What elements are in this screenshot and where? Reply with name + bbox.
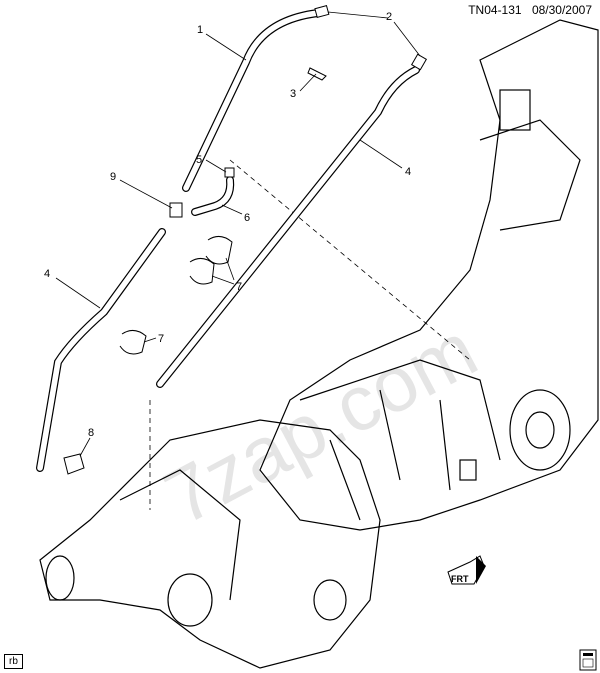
- callout-6: 6: [244, 212, 250, 224]
- diagram-header: TN04-131 08/30/2007: [461, 3, 592, 17]
- front-arrow-icon: FRT: [447, 555, 486, 585]
- corner-tag: rb: [4, 654, 23, 669]
- callout-9: 9: [110, 171, 116, 183]
- fitting-5: [224, 167, 235, 178]
- callout-2: 2: [386, 11, 392, 23]
- hose-4-left: [36, 228, 166, 472]
- callout-5: 5: [196, 154, 202, 166]
- svg-text:FRT: FRT: [451, 574, 469, 584]
- diagram-date: 08/30/2007: [531, 3, 592, 17]
- callout-4-left: 4: [44, 268, 50, 280]
- callout-leaders: [55, 11, 421, 457]
- leader-lines: [149, 159, 471, 510]
- callout-3: 3: [290, 88, 296, 100]
- fitting-2-bottom: [410, 53, 428, 71]
- watermark: 7zap.com: [151, 305, 491, 541]
- tee-fitting-9: [169, 202, 183, 218]
- clamp-7-a: [205, 236, 233, 265]
- fitting-2-top: [314, 5, 330, 19]
- diagram-code: TN04-131: [468, 3, 522, 17]
- document-icon: [579, 649, 597, 671]
- hose-1: [182, 9, 322, 192]
- callout-7-upper: 7: [236, 281, 242, 293]
- clamp-7-b: [189, 258, 215, 285]
- clamp-7-c: [119, 330, 147, 355]
- clip-3: [307, 67, 327, 81]
- transmission-assembly: [39, 19, 599, 669]
- grommet-8: [63, 453, 85, 475]
- callout-4-right: 4: [405, 166, 411, 178]
- callout-7-lower: 7: [158, 333, 164, 345]
- callout-8: 8: [88, 427, 94, 439]
- callout-1: 1: [197, 24, 203, 36]
